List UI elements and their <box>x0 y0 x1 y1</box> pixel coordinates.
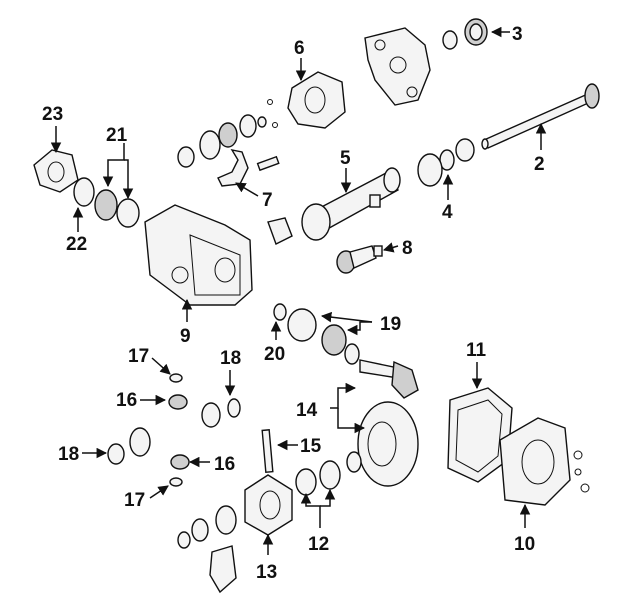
callout-8: 8 <box>402 238 413 259</box>
callout-6: 6 <box>294 38 305 59</box>
callout-12: 12 <box>308 534 329 555</box>
bearing-set-19 <box>273 303 360 365</box>
callout-21: 21 <box>106 125 128 146</box>
callout-22: 22 <box>66 234 87 255</box>
carrier-13 <box>177 451 362 594</box>
callout-14: 14 <box>296 400 318 421</box>
callout-16-bottom: 16 <box>214 454 235 475</box>
callout-11: 11 <box>466 340 487 361</box>
callout-17-top: 17 <box>128 346 149 367</box>
gasket-11 <box>447 387 513 483</box>
actuator-6 <box>287 71 346 129</box>
ring-gear-14 <box>357 401 419 487</box>
axle-shaft <box>481 83 600 150</box>
side-gears-16-17-18 <box>107 373 241 487</box>
callout-15: 15 <box>300 436 322 457</box>
callout-17-bottom: 17 <box>124 490 145 511</box>
mounting-bracket <box>364 27 431 106</box>
housing-tube-5 <box>267 167 401 245</box>
sensor-8 <box>336 245 383 274</box>
callout-7: 7 <box>262 190 273 211</box>
callout-20: 20 <box>264 344 285 365</box>
callout-23: 23 <box>42 104 63 125</box>
callout-4: 4 <box>442 202 453 223</box>
callout-5: 5 <box>340 148 351 169</box>
seal-3 <box>442 18 488 50</box>
callout-19: 19 <box>380 314 401 335</box>
pinion-gear-14 <box>359 359 419 399</box>
callout-9: 9 <box>180 326 191 347</box>
gear-set <box>177 99 278 168</box>
callout-18-top: 18 <box>220 348 241 369</box>
callout-arrows <box>50 26 547 555</box>
callout-10: 10 <box>514 534 535 555</box>
callout-18-left: 18 <box>58 444 79 465</box>
cover-10 <box>499 417 590 506</box>
callout-2: 2 <box>534 154 545 175</box>
callout-13: 13 <box>256 562 277 583</box>
bearing-set-21 <box>73 177 140 228</box>
cross-pin-15 <box>261 429 274 474</box>
callout-3: 3 <box>512 24 523 45</box>
callout-16-top: 16 <box>116 390 137 411</box>
yoke-flange-23 <box>33 149 79 193</box>
shift-fork-7 <box>217 149 280 187</box>
seal-4 <box>417 138 475 187</box>
transfer-case-9 <box>144 204 253 306</box>
